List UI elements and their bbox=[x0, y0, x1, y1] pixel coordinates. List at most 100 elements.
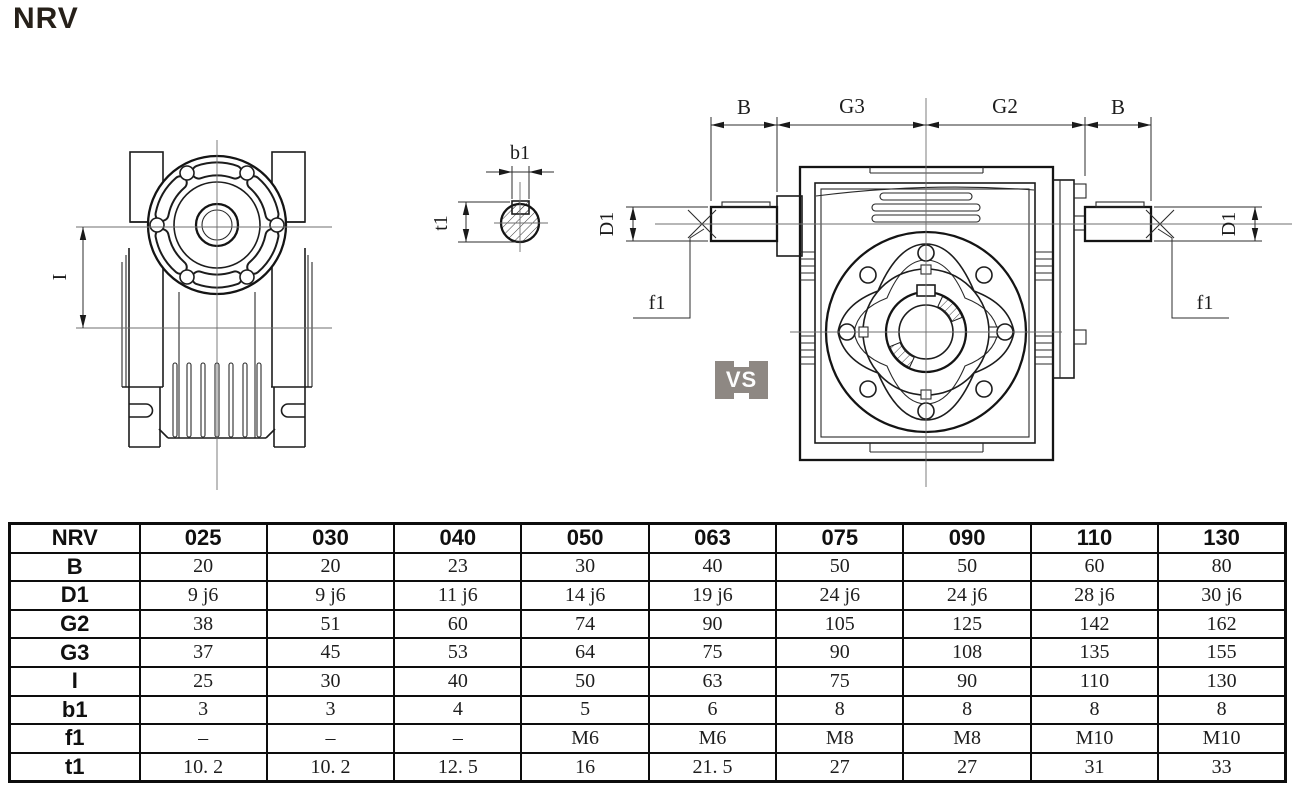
table-cell: 40 bbox=[647, 551, 778, 583]
table-cell: 27 bbox=[775, 751, 905, 783]
table-cell: 30 bbox=[265, 665, 396, 697]
dim-label-g2: G2 bbox=[992, 94, 1018, 118]
table-size-header: 030 bbox=[265, 522, 396, 554]
table-row-label: f1 bbox=[8, 723, 141, 754]
table-cell: 38 bbox=[138, 608, 268, 640]
dim-label-f1-left: f1 bbox=[649, 292, 666, 314]
table-cell: 63 bbox=[647, 665, 778, 697]
table-cell: 6 bbox=[647, 694, 778, 726]
table-cell: 5 bbox=[520, 694, 650, 726]
table-cell: 108 bbox=[902, 637, 1032, 668]
side-fins bbox=[800, 251, 1053, 365]
dim-label-d1-left: D1 bbox=[596, 212, 618, 236]
badge-notch bbox=[734, 360, 749, 367]
table-cell: 8 bbox=[1157, 694, 1287, 726]
table-cell: 51 bbox=[265, 608, 396, 640]
table-cell: 37 bbox=[138, 637, 268, 668]
table-cell: 24 j6 bbox=[902, 580, 1032, 611]
table-cell: 20 bbox=[138, 551, 268, 583]
dim-label-b-left: B bbox=[737, 95, 751, 119]
table-cell: 8 bbox=[902, 694, 1032, 726]
table-cell: 12. 5 bbox=[393, 751, 523, 783]
dim-label-t1: t1 bbox=[430, 215, 452, 231]
table-cell: 40 bbox=[393, 665, 523, 697]
dim-label-i: I bbox=[49, 274, 71, 281]
table-cell: 20 bbox=[265, 551, 396, 583]
table-cell: 60 bbox=[393, 608, 523, 640]
dim-label-d1-right: D1 bbox=[1218, 212, 1240, 236]
table-cell: 4 bbox=[393, 694, 523, 726]
table-cell: 10. 2 bbox=[265, 751, 396, 783]
table-cell: 135 bbox=[1029, 637, 1160, 668]
dim-label-b-right: B bbox=[1111, 95, 1125, 119]
table-cell: M10 bbox=[1029, 723, 1160, 754]
table-cell: 10. 2 bbox=[138, 751, 268, 783]
table-corner-header: NRV bbox=[8, 522, 141, 554]
table-cell: M6 bbox=[647, 723, 778, 754]
dimension-d1-right: D1 bbox=[1154, 206, 1262, 242]
table-cell: 74 bbox=[520, 608, 650, 640]
leader-f1-right: f1 bbox=[1157, 228, 1229, 319]
table-cell: 90 bbox=[902, 665, 1032, 697]
table-cell: 162 bbox=[1157, 608, 1287, 640]
table-cell: 110 bbox=[1029, 665, 1160, 697]
table-cell: 90 bbox=[775, 637, 905, 668]
technical-drawing: I b1 t1 bbox=[49, 94, 1292, 490]
vs-watermark-badge: VS bbox=[715, 360, 768, 400]
badge-notch bbox=[734, 393, 749, 400]
table-size-header: 025 bbox=[138, 522, 268, 554]
table-cell: 24 j6 bbox=[775, 580, 905, 611]
table-cell: – bbox=[393, 723, 523, 754]
dimension-t1: t1 bbox=[430, 201, 524, 243]
table-cell: 9 j6 bbox=[265, 580, 396, 611]
front-view-drawing: I bbox=[49, 140, 332, 490]
table-cell: 14 j6 bbox=[520, 580, 650, 611]
table-cell: 64 bbox=[520, 637, 650, 668]
table-cell: 25 bbox=[138, 665, 268, 697]
table-cell: 8 bbox=[775, 694, 905, 726]
dimension-I: I bbox=[49, 227, 87, 328]
table-cell: 30 bbox=[520, 551, 650, 583]
table-cell: 155 bbox=[1157, 637, 1287, 668]
table-cell: 27 bbox=[902, 751, 1032, 783]
table-size-header: 110 bbox=[1029, 522, 1160, 554]
table-row-label: D1 bbox=[8, 580, 141, 611]
dimension-b1: b1 bbox=[486, 142, 554, 199]
table-cell: 75 bbox=[647, 637, 778, 668]
dimension-top-chain: B G3 G2 B bbox=[710, 94, 1152, 201]
table-row-label: B bbox=[8, 551, 141, 583]
dim-label-f1-right: f1 bbox=[1197, 292, 1214, 314]
table-size-header: 130 bbox=[1157, 522, 1287, 554]
table-cell: 105 bbox=[775, 608, 905, 640]
table-cell: 9 j6 bbox=[138, 580, 268, 611]
table-cell: – bbox=[138, 723, 268, 754]
table-cell: 21. 5 bbox=[647, 751, 778, 783]
flange-bolt-holes bbox=[149, 165, 285, 285]
table-cell: M8 bbox=[902, 723, 1032, 754]
dim-label-b1: b1 bbox=[510, 142, 530, 164]
table-row-label: G2 bbox=[8, 608, 141, 640]
keyway-section-drawing: b1 t1 bbox=[430, 142, 554, 252]
table-size-header: 075 bbox=[775, 522, 905, 554]
table-cell: 11 j6 bbox=[393, 580, 523, 611]
table-row-label: G3 bbox=[8, 637, 141, 668]
table-cell: 8 bbox=[1029, 694, 1160, 726]
badge-label: VS bbox=[725, 367, 758, 392]
table-cell: 60 bbox=[1029, 551, 1160, 583]
table-cell: M6 bbox=[520, 723, 650, 754]
table-cell: 80 bbox=[1157, 551, 1287, 583]
table-row-label: t1 bbox=[8, 751, 141, 783]
table-cell: 3 bbox=[265, 694, 396, 726]
dimension-d1-left: D1 bbox=[596, 206, 708, 242]
